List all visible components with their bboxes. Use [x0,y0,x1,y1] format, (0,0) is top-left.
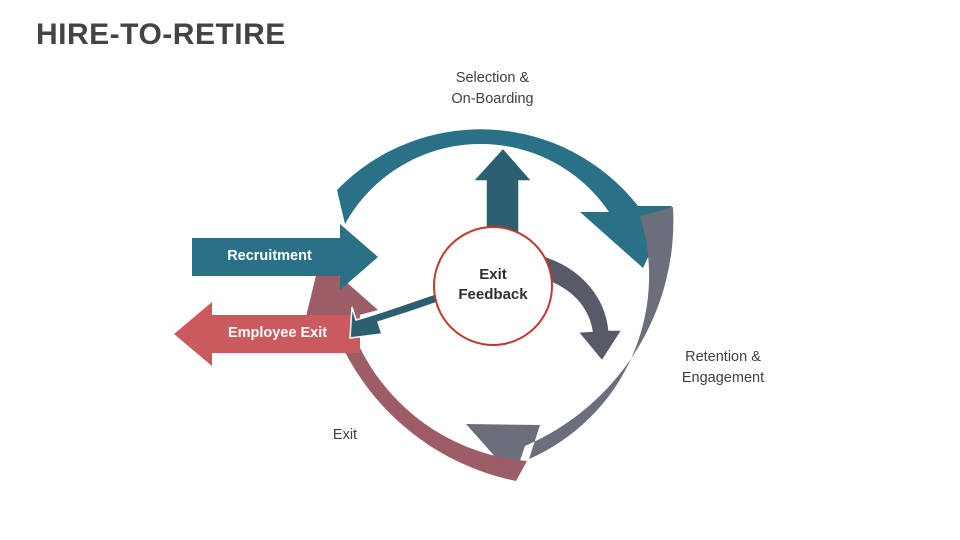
page-title: HIRE-TO-RETIRE [36,18,286,51]
label-exit: Exit [332,427,358,443]
label-selection-onboarding: Selection & On-Boarding [451,70,534,108]
label-retention-engagement: Retention & Engagement [681,349,765,387]
recruitment-arrow [192,224,378,290]
arc-exit [302,259,527,481]
employee-exit-arrow [174,302,360,366]
arc-retention-engagement [466,207,674,478]
employee-exit-arrow-label: Employee Exit [227,325,328,341]
feedback-arrow-down-right [533,254,624,363]
arc-selection-onboarding [337,129,672,268]
feedback-arrow-left [349,291,451,339]
center-circle [433,226,553,346]
recruitment-arrow-label: Recruitment [227,248,312,264]
center-circle-label: Exit Feedback [458,266,528,304]
